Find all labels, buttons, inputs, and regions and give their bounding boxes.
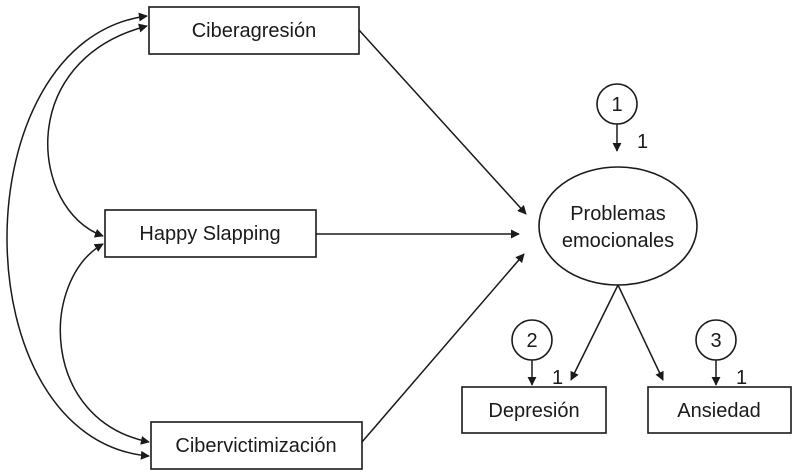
path-cibervictimizacion-to-latent [361, 253, 525, 443]
node-happy-slapping-label: Happy Slapping [139, 223, 280, 245]
error-1: 1 [596, 83, 638, 125]
error-2-weight: 1 [552, 367, 563, 389]
error-1-weight: 1 [637, 131, 648, 153]
latent-problemas-emocionales: Problemas emocionales [538, 166, 698, 286]
covariance-ciberagresion-happy-slapping [47, 23, 148, 238]
error-2-label: 2 [526, 330, 537, 352]
node-cibervictimizacion-label: Cibervictimización [175, 435, 336, 457]
node-cibervictimizacion: Cibervictimización [150, 421, 363, 470]
latent-label-line2: emocionales [562, 230, 674, 252]
path-latent-to-depresion [570, 284, 619, 381]
node-ansiedad-label: Ansiedad [677, 400, 760, 422]
node-happy-slapping: Happy Slapping [104, 209, 317, 258]
node-depresion-label: Depresión [488, 400, 579, 422]
covariance-ciberagresion-cibervictimizacion [6, 12, 150, 460]
node-depresion: Depresión [461, 386, 607, 434]
path-latent-to-ansiedad [617, 284, 664, 381]
covariance-happy-slapping-cibervictimizacion [59, 243, 150, 445]
error-3-weight: 1 [736, 367, 747, 389]
latent-label-line1: Problemas [570, 203, 666, 225]
node-ciberagresion-label: Ciberagresión [192, 20, 317, 42]
path-ciberagresion-to-latent [358, 29, 527, 215]
node-ciberagresion: Ciberagresión [148, 6, 360, 55]
error-3: 3 [695, 319, 737, 361]
node-ansiedad: Ansiedad [647, 386, 792, 434]
error-2: 2 [511, 319, 553, 361]
error-3-label: 3 [710, 330, 721, 352]
error-1-label: 1 [611, 94, 622, 116]
